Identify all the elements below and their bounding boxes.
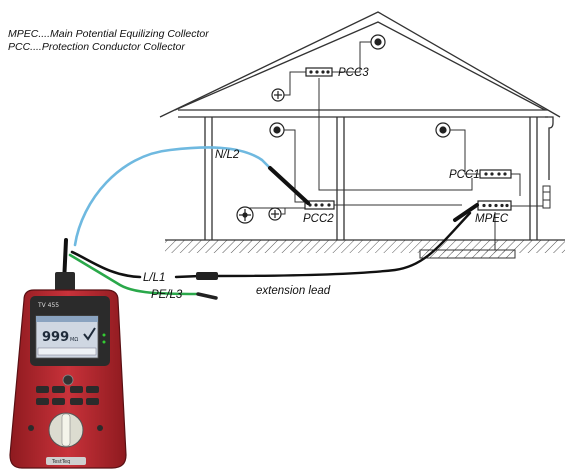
test-instrument: TV 455 999 MΩ TestTeq [10, 272, 126, 468]
function-button[interactable] [36, 386, 49, 393]
label-pcc1: PCC1 [449, 169, 480, 181]
label-extension-lead: extension lead [256, 285, 331, 297]
probe-n-l2 [270, 168, 308, 203]
pcc3-bar [306, 68, 332, 76]
function-button[interactable] [86, 386, 99, 393]
function-button[interactable] [52, 386, 65, 393]
test-leads [64, 147, 477, 298]
function-button[interactable] [52, 398, 65, 405]
legend: MPEC....Main Potential Equilizing Collec… [8, 28, 209, 53]
mpec-bar [478, 201, 511, 210]
lamp-icon [371, 35, 385, 49]
display-header [36, 316, 98, 322]
ground [165, 240, 565, 258]
brand-logo: TestTeq [51, 459, 70, 465]
label-pe-l3: PE/L3 [151, 289, 183, 301]
label-mpec: MPEC [475, 213, 509, 225]
lamp-icon [270, 123, 284, 137]
test-button[interactable] [28, 425, 34, 431]
legend-pcc-text: PCC....Protection Conductor Collector [8, 41, 185, 53]
rotary-knob[interactable] [62, 414, 70, 446]
extension-connector [196, 272, 218, 280]
gutter [545, 117, 553, 180]
lead-l-l1 [72, 252, 140, 277]
function-button[interactable] [70, 386, 83, 393]
labels: PCC3 PCC2 PCC1 MPEC N/L2 L/L1 PE/L3 exte… [143, 67, 509, 301]
socket-icon [272, 89, 284, 101]
socket-icon [269, 208, 281, 220]
status-led-icon [103, 341, 106, 344]
label-pcc2: PCC2 [303, 213, 334, 225]
test-button[interactable] [97, 425, 103, 431]
label-l-l1: L/L1 [143, 272, 165, 284]
lead-connector [55, 272, 75, 292]
device-model: TV 455 [37, 302, 59, 309]
status-led-icon [103, 334, 106, 337]
socket-icon [237, 207, 253, 223]
function-button[interactable] [70, 398, 83, 405]
pcc1-bar [480, 170, 511, 178]
legend-mpec-text: MPEC....Main Potential Equilizing Collec… [8, 28, 209, 40]
function-button[interactable] [86, 398, 99, 405]
power-button[interactable] [63, 375, 73, 385]
label-n-l2: N/L2 [215, 149, 240, 161]
collectors [305, 68, 511, 210]
lamp-icon [436, 123, 450, 137]
clip-pe-l3 [198, 294, 216, 298]
lead-n-l2 [75, 147, 280, 245]
display-unit: MΩ [70, 337, 78, 343]
display-reading: 999 [42, 330, 69, 345]
function-button[interactable] [36, 398, 49, 405]
label-pcc3: PCC3 [338, 67, 369, 79]
display-bar [38, 348, 96, 355]
